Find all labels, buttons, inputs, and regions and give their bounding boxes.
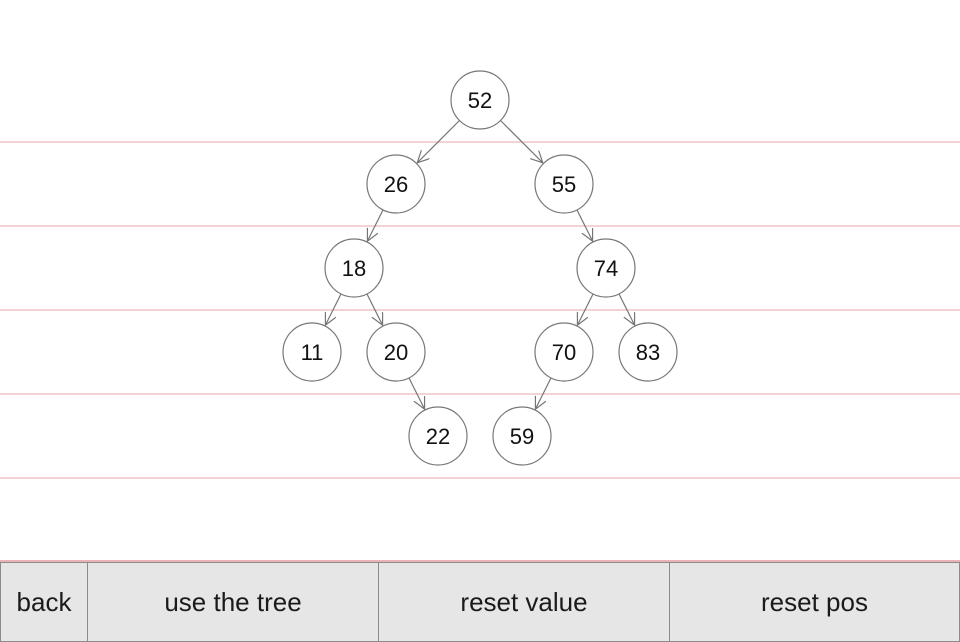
tree-node[interactable]: 83 xyxy=(618,322,678,382)
tree-node[interactable]: 74 xyxy=(576,238,636,298)
tree-node-circle[interactable] xyxy=(492,406,552,466)
tree-node[interactable]: 11 xyxy=(282,322,342,382)
tree-node[interactable]: 22 xyxy=(408,406,468,466)
back-button[interactable]: back xyxy=(0,562,88,642)
tree-node-circle[interactable] xyxy=(324,238,384,298)
bottom-toolbar: back use the tree reset value reset pos xyxy=(0,560,960,642)
tree-node-circle[interactable] xyxy=(366,322,426,382)
tree-node-value: 11 xyxy=(301,340,324,365)
tree-node-value: 22 xyxy=(426,424,450,449)
tree-node[interactable]: 18 xyxy=(324,238,384,298)
tree-node-value: 26 xyxy=(384,172,408,197)
tree-node-value: 59 xyxy=(510,424,534,449)
tree-canvas: 52 26 55 18 74 11 20 70 83 22 59 xyxy=(0,70,960,479)
tree-node-circle[interactable] xyxy=(282,322,342,382)
tree-nodes: 52 26 55 18 74 11 20 70 83 22 59 xyxy=(282,70,678,466)
tree-edge-arrow xyxy=(535,377,552,409)
tree-node-value: 83 xyxy=(636,340,660,365)
tree-node[interactable]: 20 xyxy=(366,322,426,382)
tree-node-value: 18 xyxy=(342,256,366,281)
tree-node[interactable]: 55 xyxy=(534,154,594,214)
tree-node[interactable]: 26 xyxy=(366,154,426,214)
reset-value-button[interactable]: reset value xyxy=(379,562,670,642)
level-guide-lines xyxy=(0,141,960,479)
tree-edge-arrow xyxy=(618,293,635,325)
tree-edge-arrow xyxy=(366,293,383,325)
tree-node-circle[interactable] xyxy=(450,70,510,130)
tree-node[interactable]: 70 xyxy=(534,322,594,382)
tree-edge-arrow xyxy=(325,293,342,325)
tree-edge-arrow xyxy=(417,120,460,163)
tree-edge-arrow xyxy=(367,209,384,241)
tree-node-circle[interactable] xyxy=(408,406,468,466)
use-the-tree-button[interactable]: use the tree xyxy=(88,562,379,642)
tree-node-circle[interactable] xyxy=(618,322,678,382)
tree-node-value: 74 xyxy=(594,256,618,281)
tree-node-value: 52 xyxy=(468,88,492,113)
tree-node-value: 55 xyxy=(552,172,576,197)
tree-node-circle[interactable] xyxy=(366,154,426,214)
reset-pos-button[interactable]: reset pos xyxy=(670,562,960,642)
tree-edges xyxy=(325,120,635,410)
tree-node-value: 20 xyxy=(384,340,408,365)
tree-edge-arrow xyxy=(500,120,543,163)
tree-node-value: 70 xyxy=(552,340,576,365)
tree-node-circle[interactable] xyxy=(534,322,594,382)
tree-edge-arrow xyxy=(408,377,425,409)
tree-node[interactable]: 59 xyxy=(492,406,552,466)
tree-node-circle[interactable] xyxy=(576,238,636,298)
tree-edge-arrow xyxy=(577,293,594,325)
tree-edge-arrow xyxy=(576,209,593,241)
tree-node[interactable]: 52 xyxy=(450,70,510,130)
tree-node-circle[interactable] xyxy=(534,154,594,214)
